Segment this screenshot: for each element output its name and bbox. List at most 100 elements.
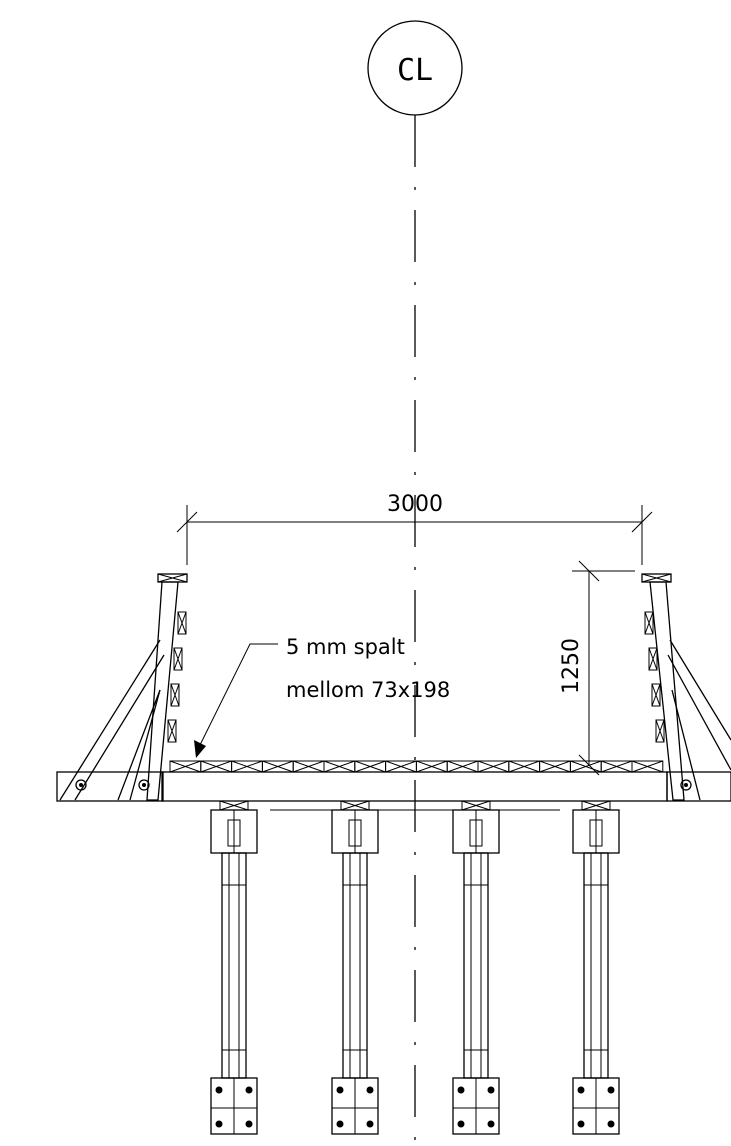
deck-planks [169, 760, 664, 773]
pile-foot-bolt [487, 1086, 495, 1094]
deck-plank-cross [477, 760, 509, 773]
leader-arrowhead [194, 740, 206, 758]
annotation-leader [199, 643, 278, 746]
pile-foot-bolt [607, 1086, 615, 1094]
railing-block-cross [648, 647, 658, 671]
railing-left-strut-mid [74, 654, 165, 801]
pile-head-inner [227, 819, 241, 847]
pile-foot-bolt [607, 1120, 615, 1128]
deck-plank-cross [416, 760, 448, 773]
bolt-left-inner-core [142, 783, 146, 787]
deck-plank-cross [293, 760, 325, 773]
railing-left-cap-x2 [157, 573, 188, 583]
pile-foot-bolt [487, 1120, 495, 1128]
height-dimension-label: 1250 [559, 638, 584, 694]
deck-plank-cross [631, 760, 663, 773]
railing-block-cross [167, 719, 177, 743]
railing-left-strut-outer [59, 639, 161, 801]
pile-shaft [221, 852, 247, 1079]
centerline-label: CL [397, 53, 433, 88]
railing-block-cross [651, 683, 661, 707]
railing-left-blocks [167, 611, 187, 743]
pile-foot-bolt [457, 1086, 465, 1094]
railing-right-strut-mid [667, 654, 731, 771]
deck-plank-cross [231, 760, 263, 773]
railing-block [655, 719, 665, 743]
deck-plank-cross [200, 760, 232, 773]
pile-foot-bolt [366, 1086, 374, 1094]
deck-plank-cross [570, 760, 602, 773]
railing-block-cross [177, 611, 187, 635]
railing-left [59, 573, 188, 801]
pile-head-inner [589, 819, 603, 847]
deck-plank [631, 760, 664, 773]
railing-left-strut-inner [117, 689, 161, 801]
pile-foot-bolt [215, 1120, 223, 1128]
railing-right [641, 573, 731, 801]
deck-plank-cross [354, 760, 386, 773]
deck-outrigger-right [666, 771, 731, 802]
bolt-left-inner [138, 779, 150, 791]
railing-block-cross [173, 647, 183, 671]
height-tick-top [578, 560, 600, 582]
deck-plank-cross [508, 760, 540, 773]
railing-block [167, 719, 177, 743]
railing-right-blocks [644, 611, 665, 743]
height-dimension: 1250 [559, 560, 635, 776]
deck-outrigger-left [56, 771, 164, 802]
railing-block-cross [655, 719, 665, 743]
railing-block [644, 611, 654, 635]
railing-left-strut-inner2 [129, 689, 161, 801]
pile-saddle-cross [461, 800, 491, 811]
supports [210, 800, 620, 1135]
pile-shaft [583, 852, 609, 1079]
deck-plank-cross [447, 760, 479, 773]
pile-shaft [342, 852, 368, 1079]
annotation-line-2: mellom 73x198 [286, 678, 450, 702]
railing-block [177, 611, 187, 635]
pile-saddle-cross [219, 800, 249, 811]
railing-block [651, 683, 661, 707]
width-tick-right [631, 511, 653, 533]
deck-plank-cross [169, 760, 201, 773]
pile-head-inner [348, 819, 362, 847]
bolt-right [680, 779, 692, 791]
support-pile [572, 800, 620, 1135]
railing-block [173, 647, 183, 671]
deck-plank-cross [385, 760, 417, 773]
pile-foot-bolt [336, 1120, 344, 1128]
pile-foot-bolt [215, 1086, 223, 1094]
pile-shaft [463, 852, 489, 1079]
railing-right-post [649, 581, 685, 801]
railing-block-cross [170, 683, 180, 707]
railing-right-cap-x2 [641, 573, 672, 583]
pile-foot-bolt [245, 1086, 253, 1094]
support-pile [452, 800, 500, 1135]
annotation-line-1: 5 mm spalt [286, 635, 405, 659]
pile-foot-bolt [245, 1120, 253, 1128]
deck-plank-cross [323, 760, 355, 773]
railing-right-strut-inner [671, 689, 701, 801]
deck-plank-cross [601, 760, 633, 773]
railing-block-cross [644, 611, 654, 635]
bolt-left-outer-core [79, 783, 83, 787]
pile-foot-bolt [577, 1086, 585, 1094]
deck [56, 760, 731, 811]
deck-plank-cross [262, 760, 294, 773]
support-pile [331, 800, 379, 1135]
support-pile [210, 800, 258, 1135]
centerline-marker: CL [367, 20, 463, 1146]
bolt-left-outer [75, 779, 87, 791]
pile-foot-bolt [336, 1086, 344, 1094]
pile-foot-bolt [366, 1120, 374, 1128]
bolt-right-core [684, 783, 688, 787]
width-dimension: 3000 [176, 492, 653, 565]
pile-saddle-cross [581, 800, 611, 811]
railing-left-post [146, 581, 179, 801]
pile-head-inner [469, 819, 483, 847]
pile-foot-bolt [577, 1120, 585, 1128]
railing-block [648, 647, 658, 671]
railing-right-strut-outer [669, 639, 731, 741]
pile-foot-bolt [457, 1120, 465, 1128]
